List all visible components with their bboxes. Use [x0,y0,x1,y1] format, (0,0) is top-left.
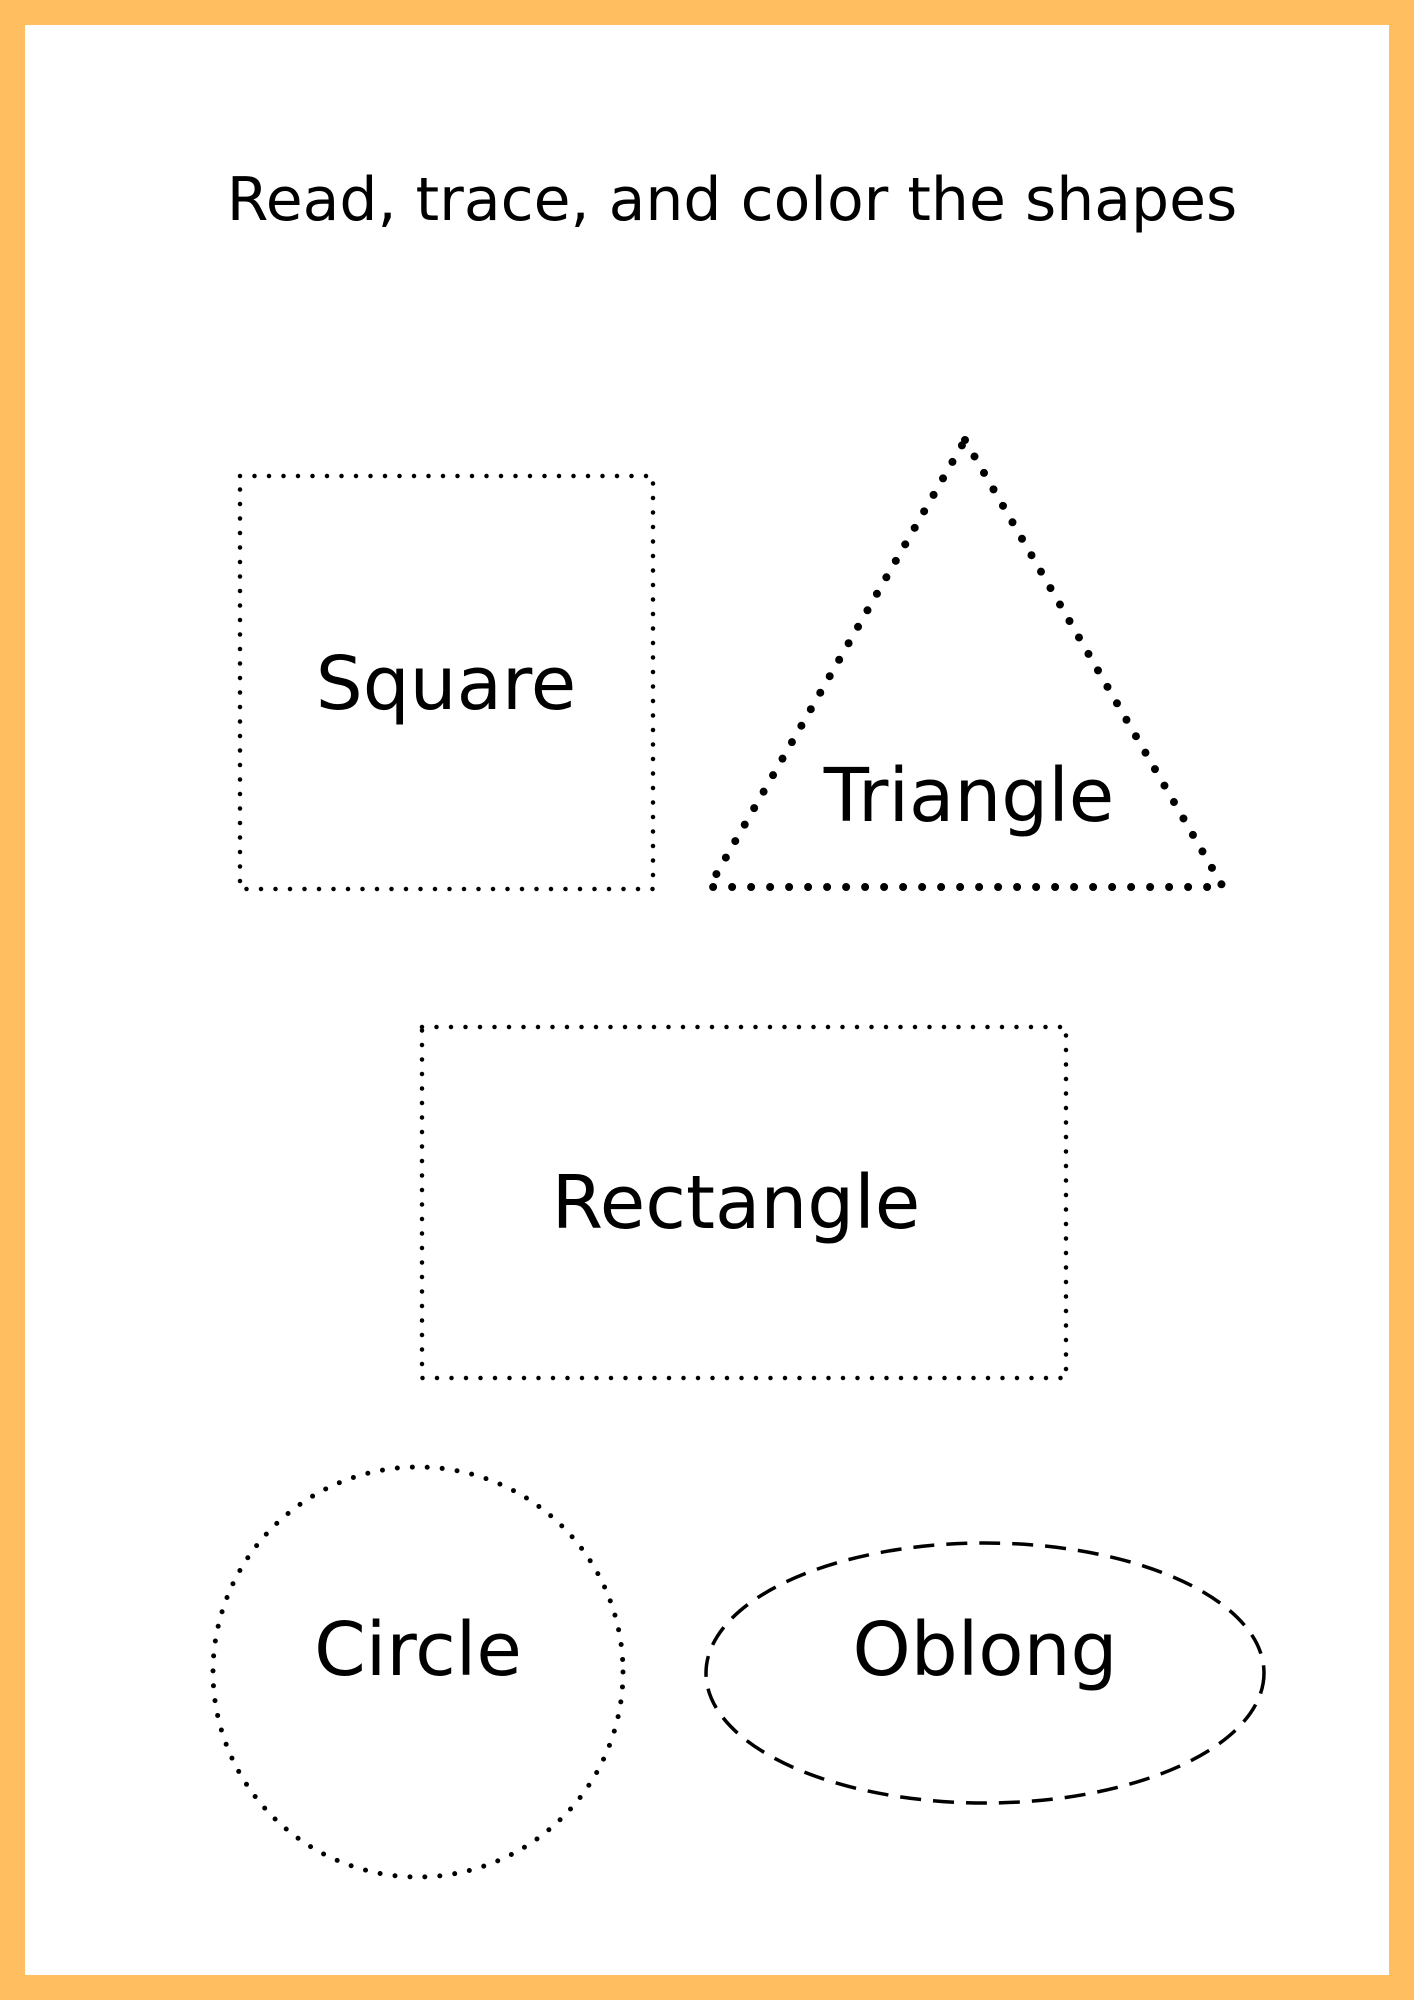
circle-outline [210,1464,626,1880]
oblong-outline [704,1541,1266,1805]
shapes-canvas: Square Triangle Rectangle Circle Oblong [210,436,1266,1880]
triangle-label: Triangle [823,753,1115,839]
rectangle-outline [419,1024,1069,1381]
rectangle-label: Rectangle [552,1160,921,1246]
square-shape: Square [237,473,656,892]
circle-shape: Circle [210,1464,626,1880]
oblong-label: Oblong [853,1607,1118,1693]
rectangle-shape: Rectangle [419,1024,1069,1381]
oblong-shape: Oblong [704,1541,1266,1805]
circle-label: Circle [314,1607,522,1693]
triangle-shape: Triangle [705,436,1227,891]
square-label: Square [316,641,577,727]
worksheet-title: Read, trace, and color the shapes [226,165,1238,235]
